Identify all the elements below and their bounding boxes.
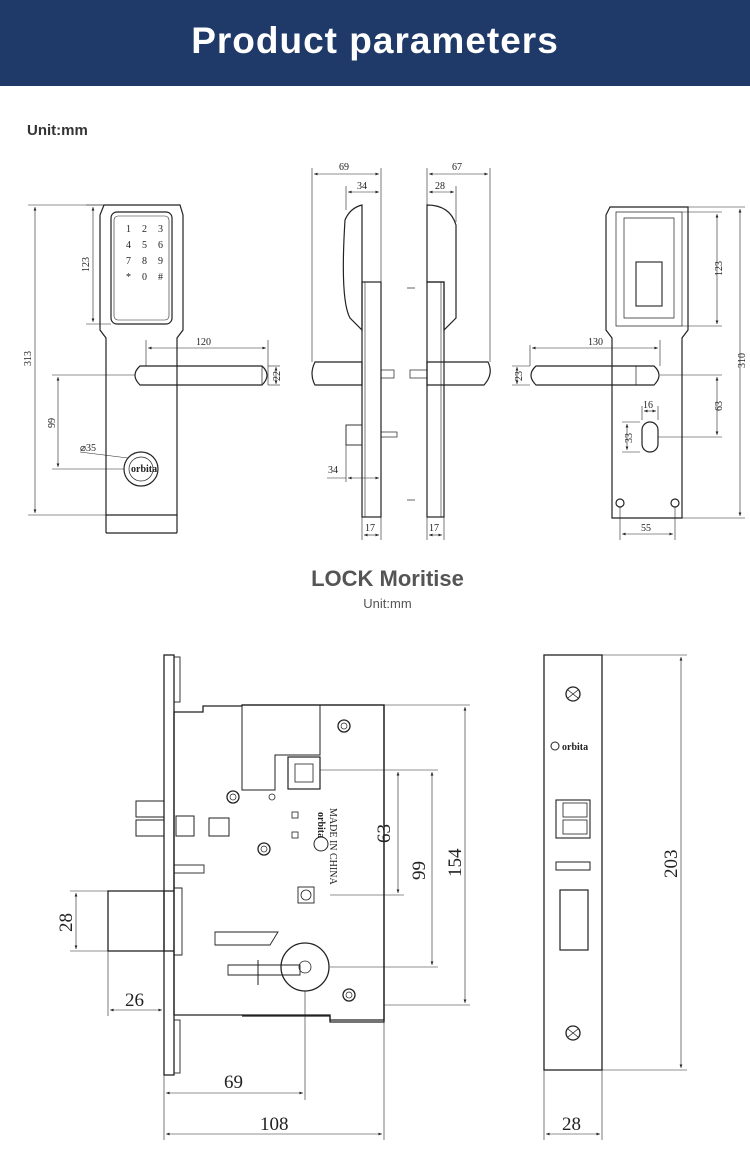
dim-faceplate-width: 28 bbox=[562, 1114, 581, 1135]
side-view-right bbox=[407, 204, 491, 518]
key: 5 bbox=[142, 240, 147, 251]
faceplate-dimensions bbox=[543, 654, 687, 1140]
dim-right-upper: 28 bbox=[435, 181, 445, 192]
dim-depth: 108 bbox=[260, 1114, 289, 1135]
dim-left-plate: 17 bbox=[365, 523, 375, 534]
page-title: Product parameters bbox=[191, 20, 559, 61]
dim-backset-mark: 63 bbox=[374, 824, 395, 843]
made-in-label: MADE IN CHINA bbox=[327, 808, 338, 885]
key: 4 bbox=[126, 240, 131, 251]
front-dimensions bbox=[28, 204, 280, 516]
dim-slot-width: 16 bbox=[643, 400, 653, 411]
faceplate-logo: orbita bbox=[562, 742, 588, 753]
dim-slot-height: 33 bbox=[624, 433, 635, 443]
dim-back-handle-length: 130 bbox=[588, 337, 603, 348]
faceplate bbox=[543, 654, 603, 1071]
section-unit-label: Unit:mm bbox=[363, 596, 412, 611]
dim-back-height: 310 bbox=[737, 353, 748, 368]
dim-keypad-height: 123 bbox=[81, 257, 92, 272]
side-view-left bbox=[311, 204, 398, 518]
mortise-dimensions bbox=[70, 704, 470, 1140]
dim-handle-width: 22 bbox=[272, 371, 283, 381]
key: 0 bbox=[142, 272, 147, 283]
dim-body-height: 154 bbox=[445, 848, 466, 877]
key: 8 bbox=[142, 256, 147, 267]
key: * bbox=[126, 272, 131, 283]
dim-back-handle-width: 23 bbox=[514, 371, 525, 381]
back-view bbox=[530, 206, 689, 519]
dim-spacing: 99 bbox=[409, 861, 430, 880]
unit-label: Unit:mm bbox=[27, 122, 88, 139]
dim-left-lower: 34 bbox=[328, 465, 338, 476]
key: 2 bbox=[142, 224, 147, 235]
dim-right-plate: 17 bbox=[429, 523, 439, 534]
dim-left-total: 69 bbox=[339, 162, 349, 173]
dim-to-center: 69 bbox=[224, 1072, 243, 1093]
brand-logo: orbita bbox=[131, 464, 157, 475]
mortise-body bbox=[107, 654, 385, 1076]
dim-latch-height: 28 bbox=[56, 913, 77, 932]
dim-screw-spacing: 55 bbox=[641, 523, 651, 534]
dim-front-height: 313 bbox=[23, 351, 34, 366]
front-view bbox=[99, 204, 268, 534]
dim-reader-height: 123 bbox=[714, 261, 725, 276]
section-title: LOCK Moritise bbox=[311, 566, 464, 591]
key: 6 bbox=[158, 240, 163, 251]
keypad: 1 2 3 4 5 6 7 8 9 * 0 # bbox=[126, 224, 163, 283]
dim-key-diameter: ⌀35 bbox=[80, 443, 96, 454]
key: 9 bbox=[158, 256, 163, 267]
key: 1 bbox=[126, 224, 131, 235]
dim-latch-projection: 26 bbox=[125, 990, 144, 1011]
dim-handle-length: 120 bbox=[196, 337, 211, 348]
header-banner bbox=[0, 0, 750, 86]
dim-handle-to-slot: 63 bbox=[714, 401, 725, 411]
dim-left-upper: 34 bbox=[357, 181, 367, 192]
dim-faceplate-height: 203 bbox=[661, 850, 682, 879]
back-dimensions bbox=[512, 206, 745, 540]
dim-right-total: 67 bbox=[452, 162, 462, 173]
side-dimensions bbox=[311, 168, 491, 540]
mortise-logo: orbita bbox=[315, 812, 326, 838]
dim-handle-to-key: 99 bbox=[47, 418, 58, 428]
key: 7 bbox=[126, 256, 131, 267]
key: # bbox=[158, 272, 163, 283]
key: 3 bbox=[158, 224, 163, 235]
